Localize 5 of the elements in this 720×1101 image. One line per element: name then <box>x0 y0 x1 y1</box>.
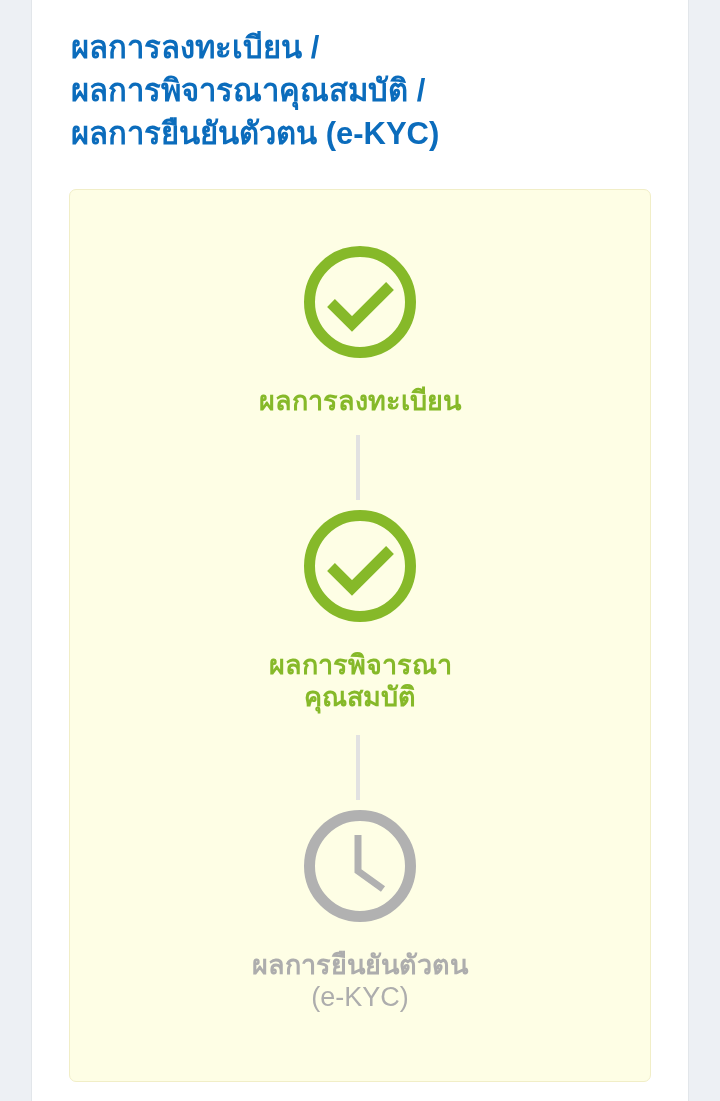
step-label: ผลการลงทะเบียน <box>259 385 461 417</box>
step-label: ผลการยืนยันตัวตน <box>252 949 468 981</box>
heading: ผลการลงทะเบียน / ผลการพิจารณาคุณสมบัติ / ผลการยืนยันตัวตน (e-KYC) <box>71 29 441 153</box>
step-label: ผลการพิจารณาคุณสมบัติ <box>267 649 453 713</box>
step-label: (e-KYC) <box>311 981 409 1013</box>
